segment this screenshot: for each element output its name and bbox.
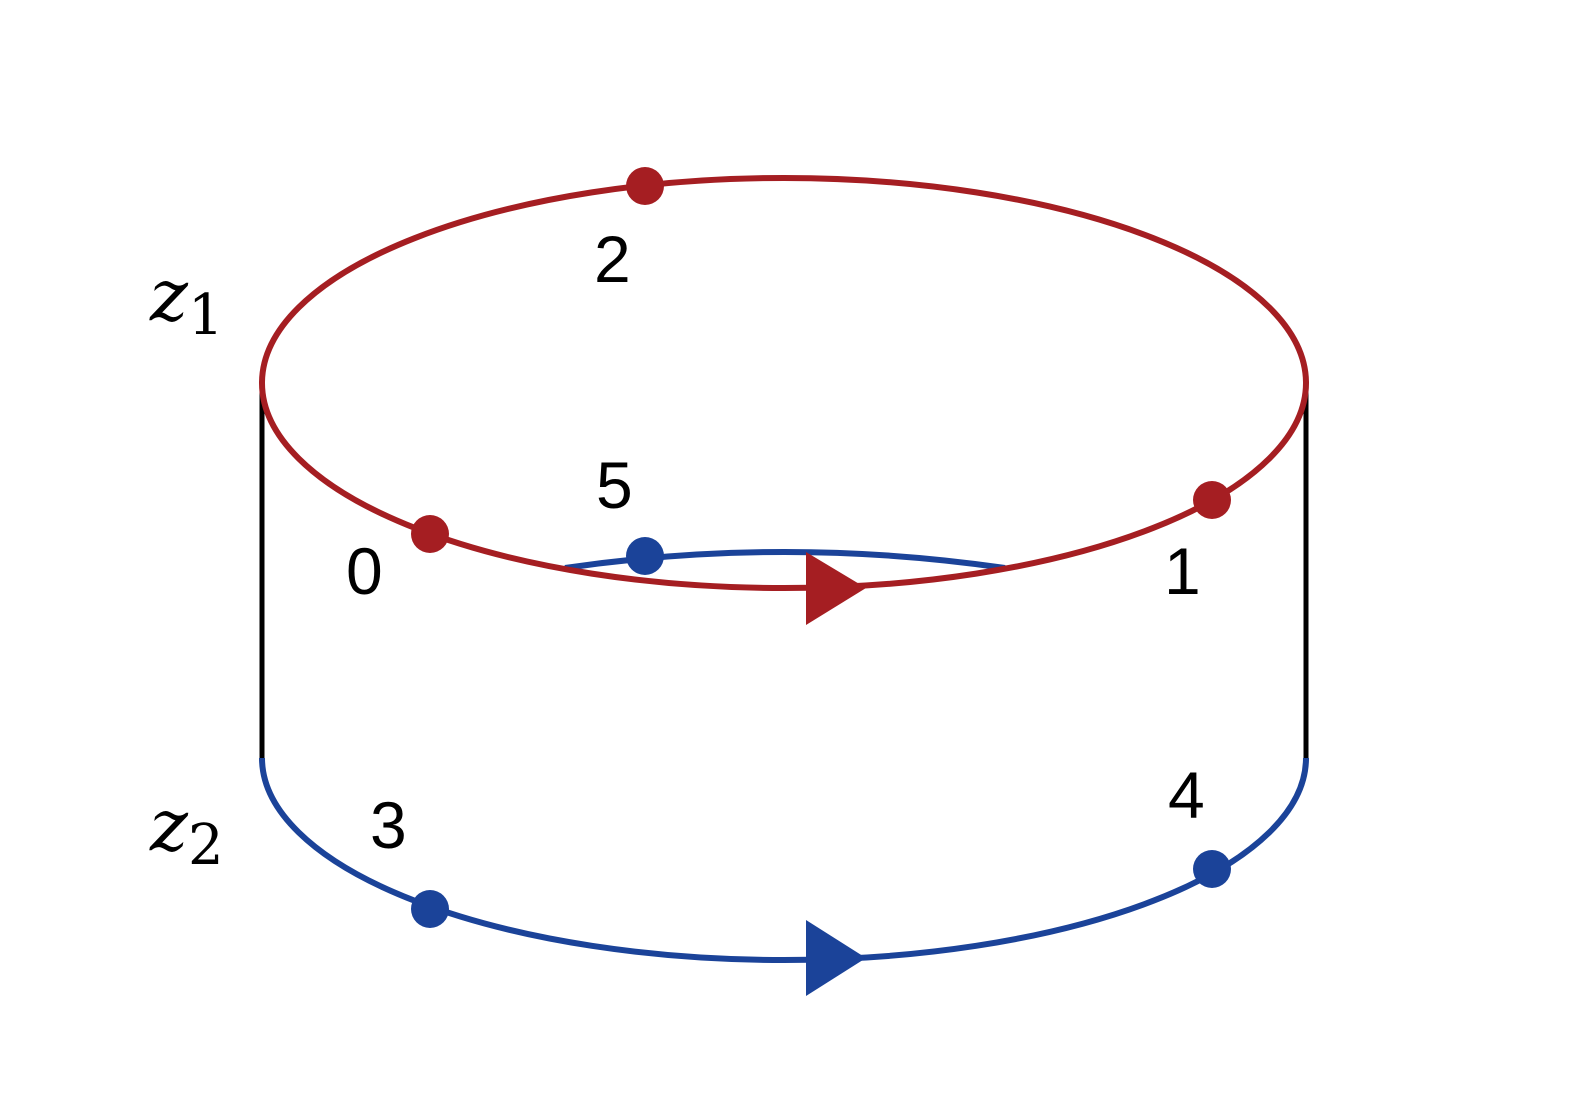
point-3 xyxy=(411,890,449,928)
upper-contour-z1 xyxy=(259,175,1309,591)
label-4: 4 xyxy=(1168,758,1205,832)
label-0: 0 xyxy=(346,534,383,608)
label-1: 1 xyxy=(1164,534,1201,608)
label-3: 3 xyxy=(370,788,407,862)
point-4 xyxy=(1193,850,1231,888)
upper-direction-arrow xyxy=(806,552,866,625)
lower-contour-z2 xyxy=(259,757,1309,963)
z1-label: z1 xyxy=(149,253,224,348)
point-0 xyxy=(411,515,449,553)
label-2: 2 xyxy=(594,222,631,296)
lower-direction-arrow xyxy=(806,920,866,996)
point-2 xyxy=(626,167,664,205)
label-5: 5 xyxy=(596,448,633,522)
point-1 xyxy=(1193,481,1231,519)
lower-contour-back-arc xyxy=(564,549,1006,571)
point-5 xyxy=(626,537,664,575)
z2-label: z2 xyxy=(149,783,224,878)
